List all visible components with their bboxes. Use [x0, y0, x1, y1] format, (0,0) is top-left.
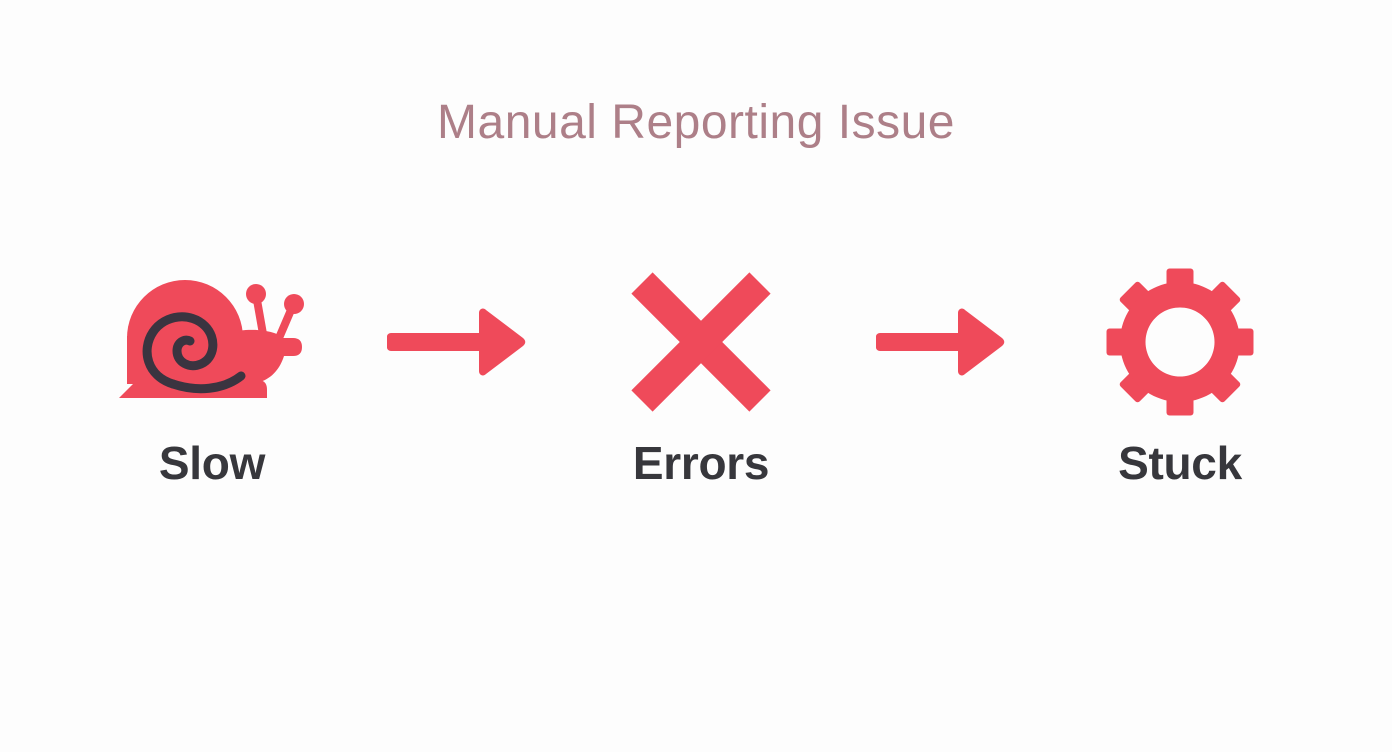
connector-arrow-2: [866, 262, 1016, 422]
page-title: Manual Reporting Issue: [437, 96, 955, 149]
snail-icon: [107, 272, 317, 412]
icon-container-stuck: [1105, 262, 1255, 422]
icon-container-errors: [626, 262, 776, 422]
icon-container-slow: [107, 262, 317, 422]
cross-x-icon: [626, 267, 776, 417]
arrow-right-icon: [875, 307, 1006, 377]
gear-icon: [1105, 267, 1255, 417]
flow-stage-slow: Slow: [96, 262, 328, 486]
flow-row: Slow Erro: [96, 262, 1296, 512]
connector-arrow-1: [377, 262, 537, 422]
stage-label-stuck: Stuck: [1118, 437, 1242, 489]
stage-label-errors: Errors: [632, 437, 770, 489]
stage-label-slow: Slow: [158, 437, 266, 489]
flow-stage-stuck: Stuck: [1064, 262, 1296, 486]
flow-stage-errors: Errors: [585, 262, 817, 486]
arrow-right-icon: [386, 307, 527, 377]
